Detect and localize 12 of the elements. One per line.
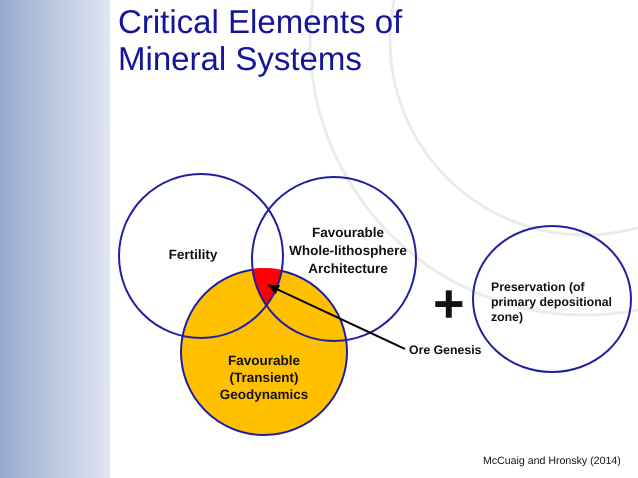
circle-label: Favourable (Transient) Geodynamics — [218, 352, 310, 403]
title: Critical Elements of Mineral Systems — [118, 3, 404, 77]
circle-label: Preservation (of primary depositional zone) — [491, 280, 613, 325]
venn-circle — [251, 176, 417, 342]
callout-label: Ore Genesis — [409, 342, 482, 358]
circle-label: Fertility — [168, 247, 218, 263]
circle-label: Favourable Whole-lithosphere Architecture — [288, 224, 408, 278]
venn-circle — [118, 173, 284, 339]
overlap-region — [251, 267, 284, 308]
citation: McCuaig and Hronsky (2014) — [483, 455, 621, 468]
plus-sign: + — [433, 277, 465, 331]
leader-arrow — [267, 284, 406, 350]
